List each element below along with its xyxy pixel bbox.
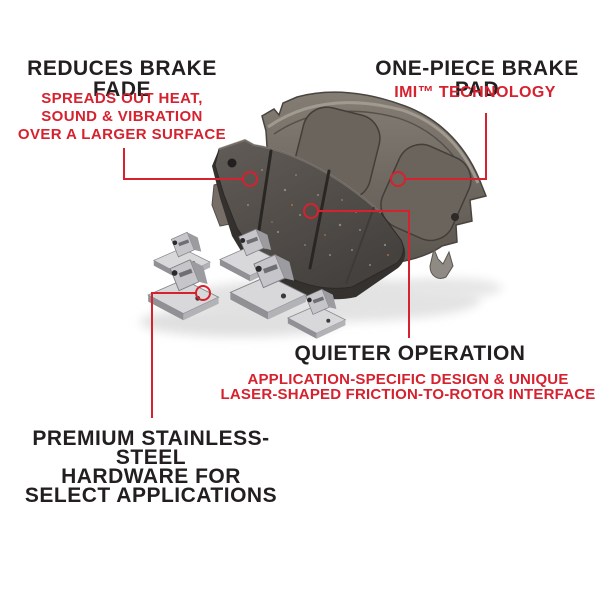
callout-line-quieter	[318, 210, 410, 338]
subtitle-line: LASER-SHAPED FRICTION-TO-ROTOR INTERFACE	[220, 386, 596, 403]
callout-subtitle-brake-fade: SPREADS OUT HEAT, SOUND & VIBRATION OVER…	[12, 90, 232, 144]
callout-title-one-piece: ONE-PIECE BRAKE PAD	[375, 57, 579, 101]
callout-title-quieter: QUIETER OPERATION	[294, 342, 526, 365]
callout-lines	[123, 113, 487, 418]
callout-line-hardware	[151, 292, 196, 418]
callout-title-brake-fade: REDUCES BRAKE FADE	[27, 57, 217, 101]
callout-subtitle-quieter: APPLICATION-SPECIFIC DESIGN & UNIQUE LAS…	[198, 372, 600, 402]
callout-marker-brake-fade	[242, 171, 258, 187]
callout-line-one-piece	[405, 113, 487, 180]
callout-marker-one-piece	[390, 171, 406, 187]
title-line: HARDWARE FOR	[61, 465, 241, 488]
title-line: SELECT APPLICATIONS	[24, 484, 278, 507]
callout-subtitle-one-piece: IMI™ TECHNOLOGY	[350, 85, 600, 101]
callout-title-hardware: PREMIUM STAINLESS-STEEL HARDWARE FOR SEL…	[1, 427, 301, 507]
subtitle-line: OVER A LARGER SURFACE	[17, 126, 227, 143]
subtitle-line: SOUND & VIBRATION	[41, 108, 203, 125]
callout-line-brake-fade	[123, 148, 243, 180]
subtitle-line: APPLICATION-SPECIFIC DESIGN & UNIQUE	[247, 371, 569, 388]
subtitle-line: IMI™ TECHNOLOGY	[394, 84, 556, 101]
subtitle-line: SPREADS OUT HEAT,	[41, 90, 203, 107]
callout-marker-quieter	[303, 203, 319, 219]
callout-marker-hardware	[195, 285, 211, 301]
title-line: PREMIUM STAINLESS-STEEL	[32, 427, 270, 469]
